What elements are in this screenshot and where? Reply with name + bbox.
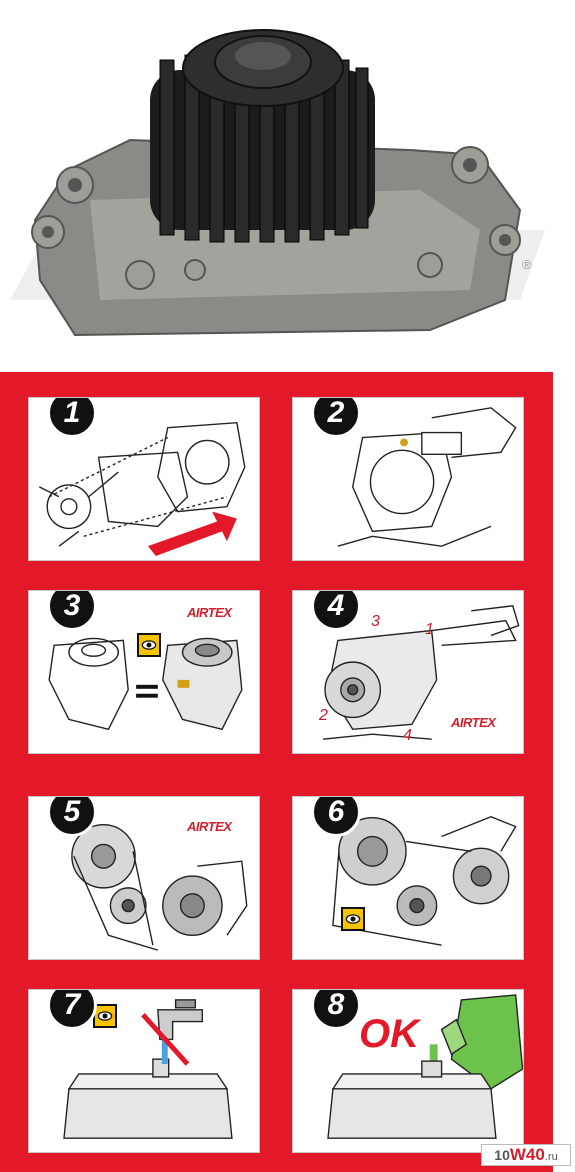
watermark-brand: W40 [509,1145,545,1164]
step-number-badge: 4 [311,591,361,631]
step-number-badge: 2 [311,398,361,438]
inspect-eye-icon [93,1004,117,1028]
step-number-badge: 3 [47,591,97,631]
airtex-logo: AIRTEX [451,715,496,730]
step-number-badge: 1 [47,398,97,438]
step-number-badge: 5 [47,797,97,837]
step-2-clean-surface: 2 [292,397,524,561]
bolt-tightening-drawing [322,605,520,740]
installation-instructions-panel: 1 2 [0,372,553,1172]
step-7-no-tap-water: 7 [28,989,260,1153]
pump-comparison-drawing [48,637,243,731]
step-8-fill-coolant: 8 OK [292,989,524,1153]
exploded-pump-drawing [38,421,246,557]
step-number-badge: 8 [311,990,361,1030]
ok-label: OK [359,1012,419,1056]
no-tap-water-drawing [63,999,233,1139]
belt-tensioner-drawing [332,816,517,946]
watermark-prefix: 10 [494,1147,510,1163]
step-6-tension-belt: 6 [292,796,524,960]
water-pump-photo: ® [0,0,575,360]
coolant-filling-drawing [327,994,523,1139]
timing-belt-drawing [71,823,248,951]
step-3-compare-pumps: 3 AIRTEX [28,590,260,754]
step-number-badge: 7 [47,990,97,1030]
bolt-order-1: 1 [425,621,434,638]
bolt-order-2: 2 [319,707,328,724]
step-4-tighten-bolts: 4 AIRTEX 1 2 3 4 [292,590,524,754]
watermark-suffix: .ru [544,1151,558,1163]
site-watermark: 10W40.ru [481,1144,571,1166]
step-1-remove-old-pump: 1 [28,397,260,561]
step-number-badge: 6 [311,797,361,837]
bolt-order-4: 4 [403,727,412,744]
step-5-install-belt: 5 AIRTEX [28,796,260,960]
gasket-cleaning-drawing [337,407,517,547]
airtex-logo: AIRTEX [187,819,232,834]
registered-trademark-mark: ® [522,257,532,272]
water-pump-illustration [10,29,545,337]
inspect-eye-icon [341,907,365,931]
bolt-order-3: 3 [371,613,380,630]
inspect-eye-icon [137,633,161,657]
airtex-logo: AIRTEX [187,605,232,620]
